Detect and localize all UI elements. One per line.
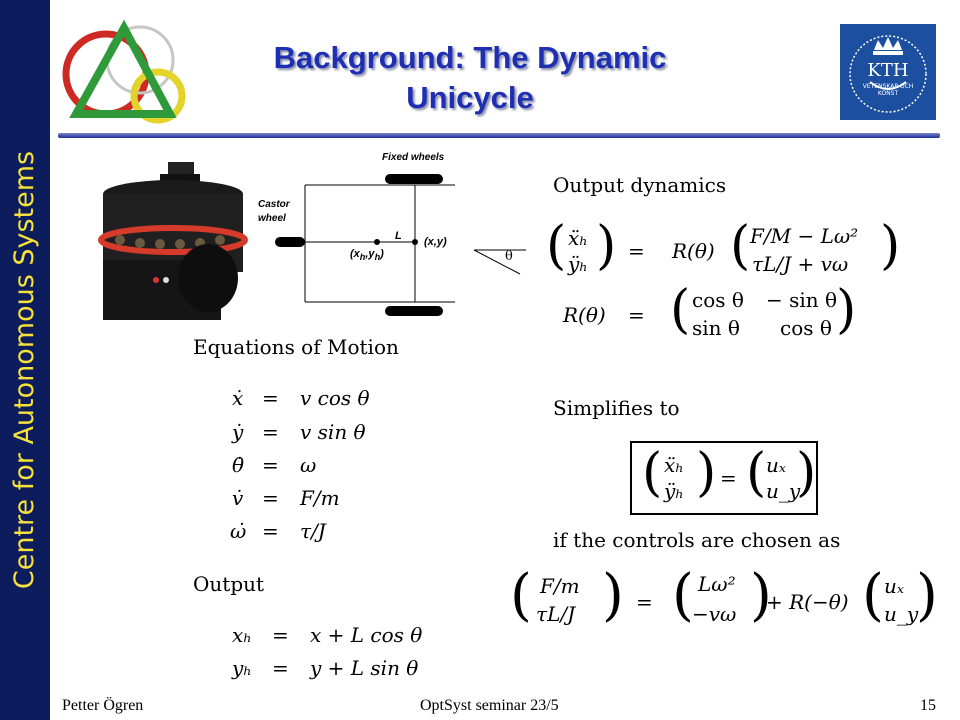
simplifies-heading: Simplifies to [553, 396, 680, 420]
close-paren: ) [696, 443, 717, 503]
close-paren: ) [596, 216, 617, 276]
wheel-schematic [275, 174, 455, 316]
ctl-eq: = [636, 590, 653, 614]
ctl-R: + R(−θ) [766, 590, 849, 614]
fixed-wheel-bottom [385, 306, 443, 316]
dyn-rhs-top: F/M − Lω² [750, 224, 859, 248]
dyn-lhs-bot: ÿₕ [568, 252, 588, 276]
close-paren: ) [796, 443, 817, 503]
eom-lhs: ẏ [232, 420, 244, 444]
ctl-u-top: uₓ [884, 574, 904, 598]
eom-rhs: τ/J [300, 519, 326, 543]
open-paren: ( [672, 563, 694, 628]
cas-logo [62, 19, 186, 124]
close-paren: ) [750, 563, 772, 628]
length-label: L [395, 230, 402, 242]
title-line-1: Background: The Dynamic [273, 40, 667, 75]
castor-label-2: wheel [258, 213, 286, 224]
output-rhs: y + L sin θ [310, 656, 419, 680]
sidebar-label: Centre for Autonomous Systems [9, 150, 40, 590]
slide-title: Background: The Dynamic Unicycle [200, 38, 740, 118]
ctl-v-top: Lω² [698, 572, 736, 596]
eom-eq: = [262, 386, 279, 410]
output-lhs: yₕ [232, 656, 252, 680]
dyn-R: R(θ) [672, 239, 715, 263]
kth-subtext: VETENSKAP OCH KONST [862, 83, 914, 97]
output-eq: = [272, 656, 289, 680]
R-m11: cos θ [692, 288, 744, 312]
close-paren: ) [880, 216, 901, 276]
controls-heading: if the controls are chosen as [553, 528, 841, 552]
simp-eq: = [720, 466, 737, 490]
angle-icon [473, 249, 526, 275]
open-paren: ( [670, 280, 691, 340]
ctl-v-bot: −vω [692, 602, 737, 626]
eom-rhs: v sin θ [300, 420, 366, 444]
dyn-lhs-top: ẍₕ [568, 226, 588, 250]
simp-rhs-top: uₓ [766, 453, 786, 477]
footer-author: Petter Ögren [62, 697, 144, 714]
eom-lhs: θ̇ [232, 453, 245, 477]
ctl-lhs-bot: τL/J [536, 602, 576, 626]
footer-page-number: 15 [920, 697, 936, 714]
open-paren: ( [510, 563, 532, 628]
title-line-2: Unicycle [406, 80, 534, 115]
output-heading: Output [193, 572, 265, 596]
kth-text: KTH [867, 60, 909, 81]
xy-label: (x,y) [424, 236, 447, 248]
eom-lhs: ω̇ [230, 519, 247, 543]
output-rhs: x + L cos θ [310, 623, 423, 647]
open-paren: ( [642, 443, 663, 503]
ctl-lhs-top: F/m [540, 574, 580, 598]
open-paren: ( [746, 443, 767, 503]
castor-wheel [275, 237, 305, 247]
close-paren: ) [836, 280, 857, 340]
output-dynamics-heading: Output dynamics [553, 173, 727, 197]
open-paren: ( [862, 563, 884, 628]
open-paren: ( [730, 216, 751, 276]
simp-rhs-bot: u_y [766, 479, 801, 503]
R-eq: = [628, 303, 645, 327]
close-paren: ) [916, 563, 938, 628]
eom-eq: = [262, 486, 279, 510]
robot-image [98, 162, 248, 320]
output-lhs: xₕ [232, 623, 252, 647]
simp-lhs-top: ẍₕ [664, 453, 684, 477]
dyn-rhs-bot: τL/J + vω [752, 252, 849, 276]
theta-label: θ [505, 249, 513, 264]
ctl-u-bot: u_y [884, 602, 919, 626]
R-m12: − sin θ [766, 288, 838, 312]
footer-seminar: OptSyst seminar 23/5 [420, 697, 559, 714]
fixed-wheel-top [385, 174, 443, 184]
xh-yh-label: (xh,yh) [350, 248, 384, 263]
R-m21: sin θ [692, 316, 740, 340]
eom-rhs: ω [300, 453, 317, 477]
eom-lhs: v̇ [232, 486, 244, 510]
eom-heading: Equations of Motion [193, 335, 399, 359]
title-underline [58, 133, 940, 138]
sidebar-band: Centre for Autonomous Systems [0, 0, 50, 720]
crown-icon [849, 35, 927, 113]
eom-rhs: v cos θ [300, 386, 370, 410]
R-m22: cos θ [780, 316, 832, 340]
kth-logo: KTH VETENSKAP OCH KONST [840, 24, 936, 120]
eom-eq: = [262, 453, 279, 477]
open-paren: ( [546, 216, 567, 276]
simp-lhs-bot: ÿₕ [664, 479, 684, 503]
eom-eq: = [262, 519, 279, 543]
close-paren: ) [602, 563, 624, 628]
output-eq: = [272, 623, 289, 647]
R-lhs: R(θ) [563, 303, 606, 327]
eom-eq: = [262, 420, 279, 444]
dyn-eq: = [628, 239, 645, 263]
castor-label-1: Castor [258, 199, 290, 210]
boxed-equation: ( ẍₕ ÿₕ ) = ( uₓ u_y ) [630, 441, 818, 515]
fixed-wheels-label: Fixed wheels [382, 152, 445, 163]
eom-lhs: ẋ [232, 386, 244, 410]
eom-rhs: F/m [300, 486, 340, 510]
